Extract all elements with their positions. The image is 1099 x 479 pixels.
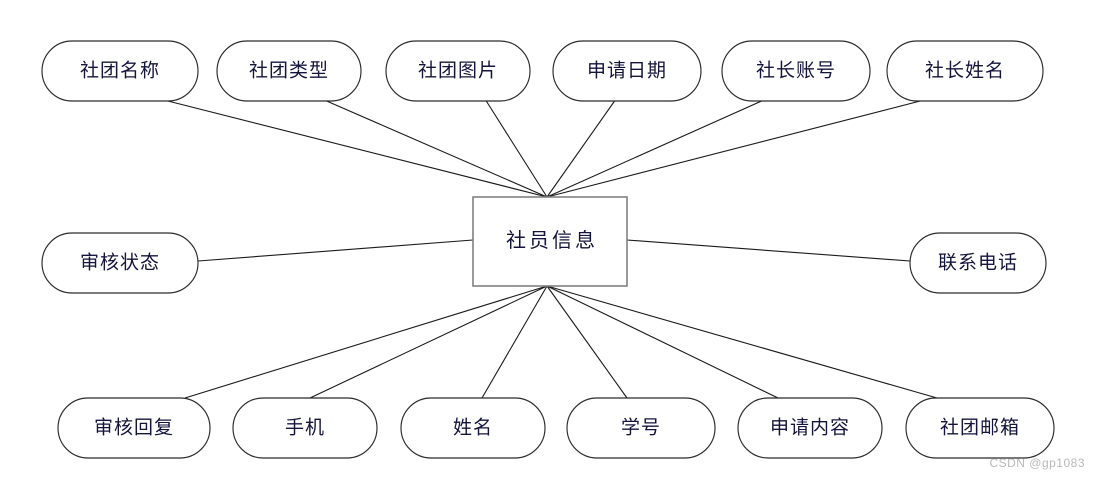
attribute-node-club-email[interactable]: 社团邮箱 bbox=[905, 397, 1055, 459]
attribute-node-mobile[interactable]: 手机 bbox=[232, 397, 378, 459]
connector-club-email bbox=[546, 285, 938, 399]
attribute-node-leader-name[interactable]: 社长姓名 bbox=[886, 40, 1044, 102]
attribute-label-club-image: 社团图片 bbox=[418, 59, 498, 81]
connector-student-id bbox=[546, 285, 628, 399]
attribute-node-apply-date[interactable]: 申请日期 bbox=[552, 40, 702, 102]
connector-contact-phone bbox=[626, 239, 911, 262]
connector-club-image bbox=[484, 98, 548, 198]
connector-person-name bbox=[481, 285, 548, 399]
attribute-label-mobile: 手机 bbox=[285, 416, 325, 438]
attribute-label-review-reply: 审核回复 bbox=[94, 416, 174, 438]
connector-leader-acct bbox=[546, 98, 767, 198]
attribute-node-club-image[interactable]: 社团图片 bbox=[385, 40, 531, 102]
attribute-node-contact-phone[interactable]: 联系电话 bbox=[909, 232, 1047, 294]
connector-club-name bbox=[159, 98, 548, 198]
attribute-shape-club-type bbox=[216, 40, 362, 102]
attribute-label-person-name: 姓名 bbox=[453, 416, 493, 438]
attribute-label-review-status: 审核状态 bbox=[80, 251, 160, 273]
attribute-node-club-type[interactable]: 社团类型 bbox=[216, 40, 362, 102]
attribute-shape-student-id bbox=[566, 397, 716, 459]
attribute-shape-club-image bbox=[385, 40, 531, 102]
attribute-shape-review-reply bbox=[57, 397, 211, 459]
attribute-node-review-reply[interactable]: 审核回复 bbox=[57, 397, 211, 459]
attribute-shape-review-status bbox=[41, 232, 199, 294]
connector-apply-date bbox=[546, 98, 617, 198]
attribute-node-person-name[interactable]: 姓名 bbox=[400, 397, 546, 459]
attribute-label-leader-acct: 社长账号 bbox=[756, 59, 836, 81]
attribute-node-leader-acct[interactable]: 社长账号 bbox=[721, 40, 871, 102]
attribute-shape-contact-phone bbox=[909, 232, 1047, 294]
connector-leader-name bbox=[546, 98, 929, 198]
connector-apply-content bbox=[546, 285, 779, 399]
attribute-label-apply-content: 申请内容 bbox=[770, 416, 850, 438]
entity-node-group: 社员信息 bbox=[472, 196, 628, 287]
attribute-node-student-id[interactable]: 学号 bbox=[566, 397, 716, 459]
connector-club-type bbox=[321, 98, 548, 198]
attribute-node-review-status[interactable]: 审核状态 bbox=[41, 232, 199, 294]
attribute-shape-apply-date bbox=[552, 40, 702, 102]
attribute-label-apply-date: 申请日期 bbox=[587, 59, 667, 81]
entity-node-member-info[interactable]: 社员信息 bbox=[472, 196, 628, 287]
connector-review-reply bbox=[184, 285, 548, 399]
attribute-node-club-name[interactable]: 社团名称 bbox=[41, 40, 199, 102]
attribute-shape-club-email bbox=[905, 397, 1055, 459]
connector-mobile bbox=[309, 285, 548, 399]
attribute-label-club-name: 社团名称 bbox=[80, 59, 160, 81]
attribute-label-student-id: 学号 bbox=[621, 416, 661, 438]
attribute-node-apply-content[interactable]: 申请内容 bbox=[737, 397, 883, 459]
csdn-watermark: CSDN @gp1083 bbox=[989, 456, 1085, 470]
attribute-shape-person-name bbox=[400, 397, 546, 459]
attribute-label-club-type: 社团类型 bbox=[249, 59, 329, 81]
attribute-shape-leader-acct bbox=[721, 40, 871, 102]
entity-label: 社员信息 bbox=[506, 229, 598, 252]
attribute-shape-club-name bbox=[41, 40, 199, 102]
attribute-shape-leader-name bbox=[886, 40, 1044, 102]
connector-review-status bbox=[197, 239, 474, 262]
entity-shape bbox=[472, 196, 628, 287]
attribute-label-club-email: 社团邮箱 bbox=[940, 416, 1020, 438]
attribute-label-contact-phone: 联系电话 bbox=[938, 251, 1018, 273]
attribute-label-leader-name: 社长姓名 bbox=[925, 59, 1005, 81]
attribute-shape-mobile bbox=[232, 397, 378, 459]
attribute-shape-apply-content bbox=[737, 397, 883, 459]
connector-lines-group bbox=[159, 98, 938, 399]
